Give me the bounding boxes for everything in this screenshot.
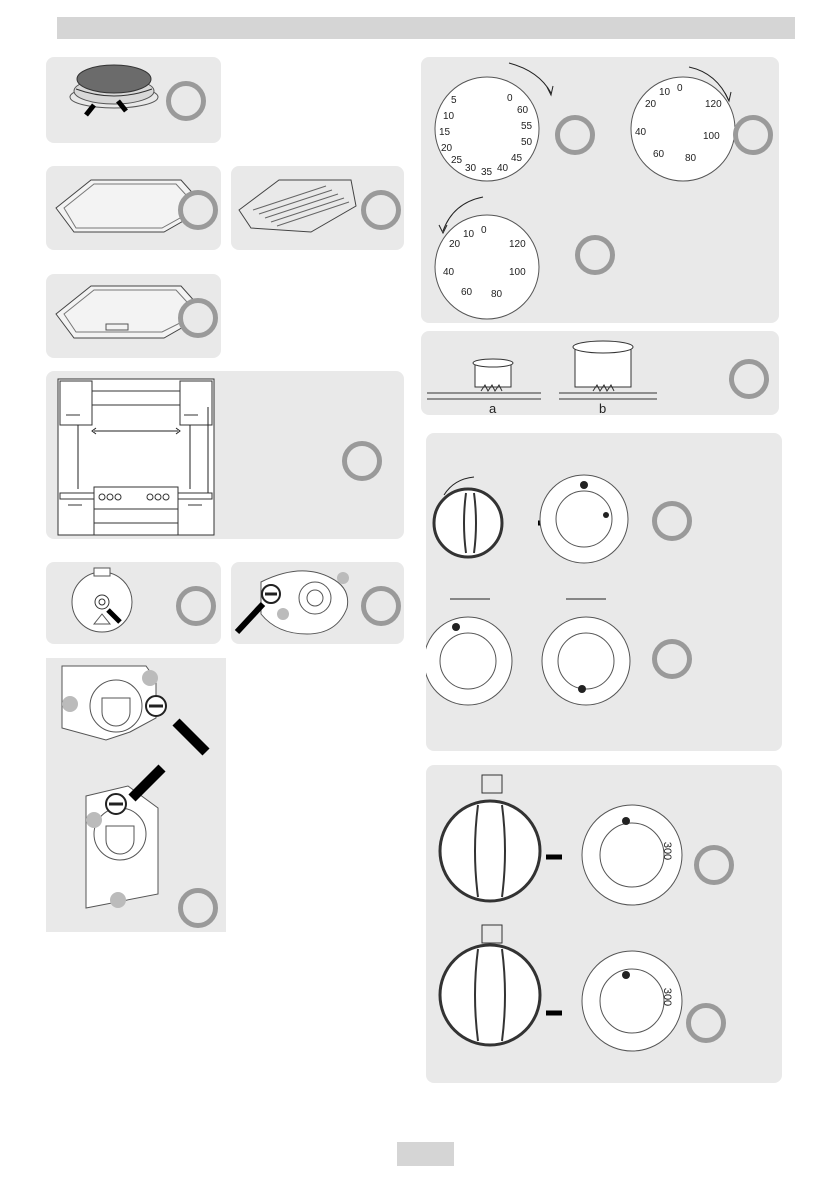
timer-figure: 0 5 10 15 20 25 30 35 40 45 50 55 60 20 … <box>421 57 779 323</box>
valve-figure-2 <box>231 562 404 644</box>
pots-on-burners-illustration-icon <box>427 340 657 400</box>
oven-rack-illustration-icon <box>238 179 357 233</box>
dial-1-label-30: 30 <box>465 163 477 174</box>
dial-2-label-120: 120 <box>705 99 722 110</box>
bypass-screw-illustration-icon <box>61 665 210 909</box>
tray-figure-2 <box>231 166 404 250</box>
figure-badge <box>555 115 595 155</box>
figure-badge <box>575 235 615 275</box>
figure-badge <box>342 441 382 481</box>
timer-dials-illustration-icon: 0 5 10 15 20 25 30 35 40 45 50 55 60 20 … <box>434 62 736 320</box>
dial-1-label-5: 5 <box>451 95 457 106</box>
dial-2-label-80: 80 <box>685 153 697 164</box>
tray-figure-1 <box>46 166 221 250</box>
oven-knob-illustration-icon <box>438 774 683 1052</box>
dial-1-label-10: 10 <box>443 111 455 122</box>
temp-label-1: 300 <box>661 841 674 861</box>
dial-3-label-120: 120 <box>509 239 526 250</box>
pot-label-a: a <box>489 401 497 415</box>
figure-badge <box>178 298 218 338</box>
figure-badge <box>176 586 216 626</box>
dial-3-label-20: 20 <box>449 239 461 250</box>
dial-3-label-100: 100 <box>509 267 526 278</box>
dial-2-label-100: 100 <box>703 131 720 142</box>
dial-1-label-15: 15 <box>439 127 451 138</box>
figure-badge <box>361 190 401 230</box>
gas-valve-illustration-icon <box>71 567 133 633</box>
header-bar <box>57 17 795 39</box>
dial-2-label-40: 40 <box>635 127 647 138</box>
dial-1-label-50: 50 <box>521 137 533 148</box>
figure-badge <box>361 586 401 626</box>
pots-figure: a b <box>421 331 779 415</box>
dial-1-label-45: 45 <box>511 153 523 164</box>
figure-badge <box>652 639 692 679</box>
dial-1-label-60: 60 <box>517 105 529 116</box>
baking-tray-illustration-icon <box>55 179 207 233</box>
valve-figure-1 <box>46 562 221 644</box>
figure-badge <box>686 1003 726 1043</box>
dial-1-numbers: 0 5 10 15 20 25 30 35 40 45 50 55 60 <box>439 93 533 178</box>
figure-badge <box>166 81 206 121</box>
dial-3-label-10: 10 <box>463 229 475 240</box>
figure-badge <box>729 359 769 399</box>
dial-3-label-40: 40 <box>443 267 455 278</box>
figure-badge <box>178 190 218 230</box>
dial-3-label-60: 60 <box>461 287 473 298</box>
dial-1-label-55: 55 <box>521 121 533 132</box>
dial-1-label-0: 0 <box>507 93 513 104</box>
temp-label-2: 300 <box>661 987 674 1007</box>
knob-figure-2: 300 300 <box>426 765 782 1083</box>
bypass-figure <box>46 658 226 932</box>
dial-2-numbers: 20 10 0 120 100 80 60 40 <box>635 83 722 164</box>
dial-3-label-80: 80 <box>491 289 503 300</box>
dial-2-label-20: 20 <box>645 99 657 110</box>
pot-label-b: b <box>599 401 607 415</box>
kitchen-installation-diagram-icon <box>57 378 215 536</box>
burner-figure <box>46 57 221 143</box>
dial-2-label-0: 0 <box>677 83 683 94</box>
dial-1-label-35: 35 <box>481 167 493 178</box>
dial-1-label-40: 40 <box>497 163 509 174</box>
figure-badge <box>178 888 218 928</box>
dial-3-label-0: 0 <box>481 225 487 236</box>
figure-badge <box>652 501 692 541</box>
dial-2-label-10: 10 <box>659 87 671 98</box>
figure-badge <box>733 115 773 155</box>
figure-badge <box>694 845 734 885</box>
tray-figure-3 <box>46 274 221 358</box>
dial-1-label-20: 20 <box>441 143 453 154</box>
burner-knob-illustration-icon <box>426 474 631 706</box>
knob-figure-1 <box>426 433 782 751</box>
dial-1-label-25: 25 <box>451 155 463 166</box>
dial-3-numbers: 20 10 0 120 100 80 60 40 <box>443 225 526 300</box>
page-number-box <box>397 1142 454 1166</box>
gas-burner-illustration-icon <box>69 64 159 117</box>
installation-figure <box>46 371 404 539</box>
valve-screw-illustration-icon <box>234 570 349 635</box>
dial-2-label-60: 60 <box>653 149 665 160</box>
